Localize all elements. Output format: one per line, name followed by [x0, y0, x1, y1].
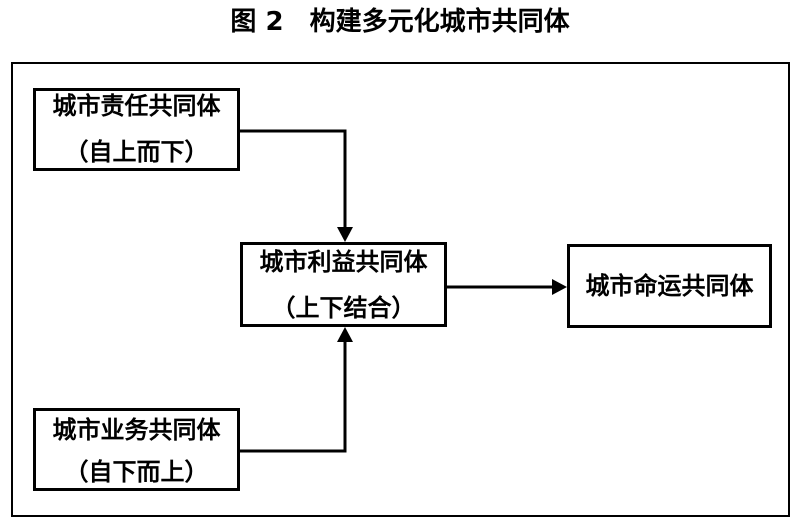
- figure-label: 图 2: [230, 7, 284, 37]
- node-city-responsibility-community: 城市责任共同体 （自上而下）: [33, 88, 240, 171]
- node-direction: （上下结合）: [271, 294, 416, 322]
- node-direction: （自下而上）: [64, 458, 209, 486]
- figure-title: 构建多元化城市共同体: [309, 7, 570, 37]
- node-name: 城市业务共同体: [52, 416, 221, 444]
- node-name: 城市命运共同体: [585, 272, 754, 300]
- diagram-frame: [11, 62, 790, 517]
- node-city-business-community: 城市业务共同体 （自下而上）: [33, 408, 240, 491]
- node-name: 城市责任共同体: [52, 92, 221, 120]
- figure-caption: 图 2 构建多元化城市共同体: [0, 4, 800, 40]
- node-direction: （自上而下）: [64, 138, 209, 166]
- node-name: 城市利益共同体: [259, 248, 428, 276]
- node-city-interest-community: 城市利益共同体 （上下结合）: [240, 242, 447, 327]
- node-city-destiny-community: 城市命运共同体: [567, 244, 772, 328]
